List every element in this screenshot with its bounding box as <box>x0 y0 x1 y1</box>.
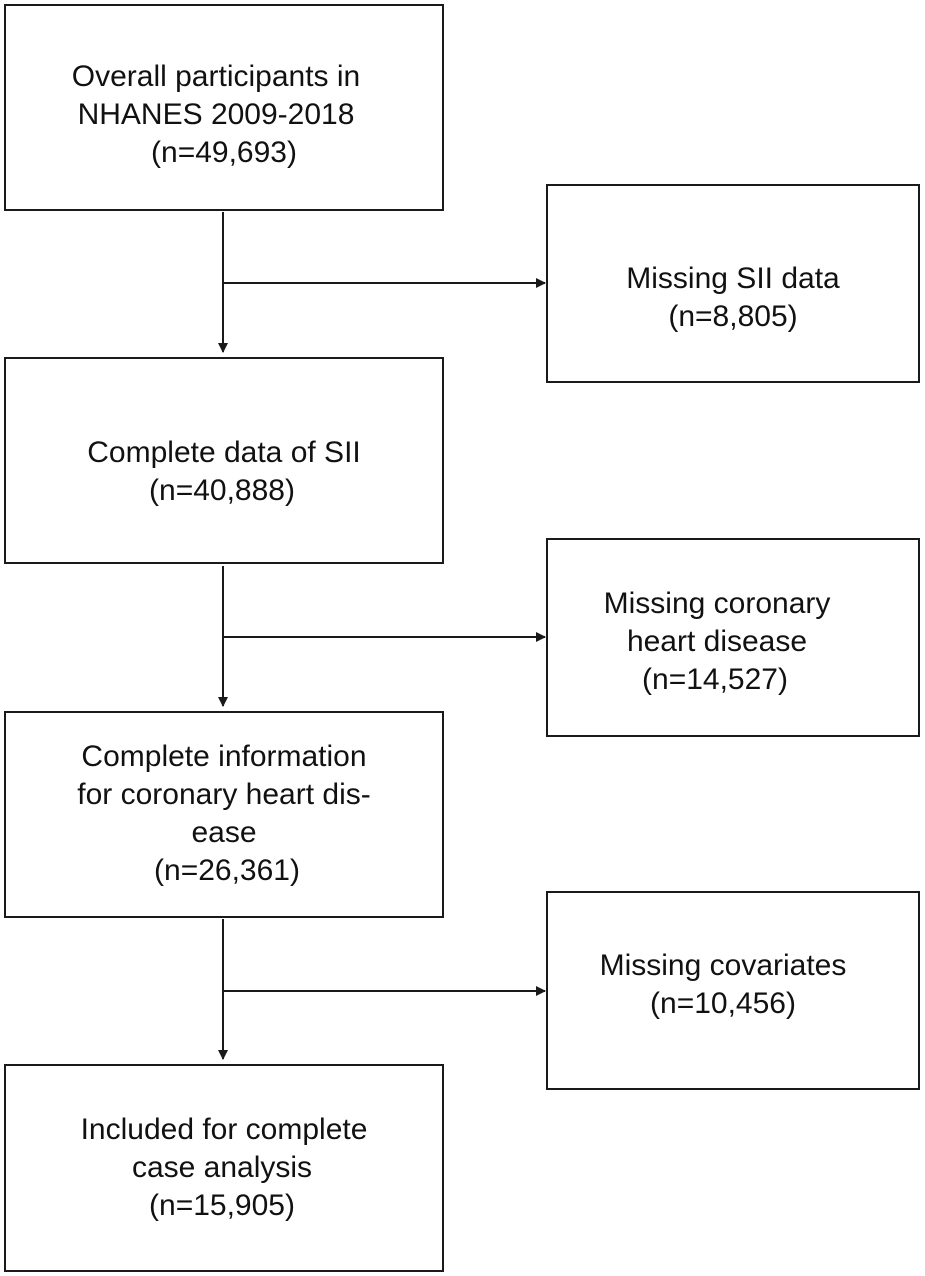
box-complete-sii: Complete data of SII (n=40,888) <box>4 357 444 564</box>
box-included-analysis: Included for complete case analysis (n=1… <box>4 1064 444 1272</box>
complete-chd-count: (n=26,361) <box>154 854 300 887</box>
included-count: (n=15,905) <box>149 1189 295 1222</box>
complete-chd-line3: ease <box>191 816 257 849</box>
missing-sii-label: Missing SII data <box>626 262 840 295</box>
box-missing-covariates: Missing covariates (n=10,456) <box>546 891 920 1090</box>
complete-sii-count: (n=40,888) <box>149 474 295 507</box>
participants-line2: NHANES 2009-2018 <box>77 98 355 131</box>
box-overall-participants: Overall participants in NHANES 2009-2018… <box>4 4 444 211</box>
participants-line1: Overall participants in <box>71 60 361 93</box>
box-missing-chd: Missing coronary heart disease (n=14,527… <box>546 538 920 737</box>
box-missing-sii: Missing SII data (n=8,805) <box>546 184 920 383</box>
included-line1: Included for complete <box>80 1113 368 1146</box>
complete-chd-line1: Complete information <box>81 740 367 773</box>
missing-covariates-label: Missing covariates <box>599 949 847 982</box>
missing-chd-count: (n=14,527) <box>642 663 788 696</box>
included-line2: case analysis <box>131 1151 313 1184</box>
missing-covariates-count: (n=10,456) <box>650 987 796 1020</box>
box-complete-chd: Complete information for coronary heart … <box>4 711 444 918</box>
complete-chd-line2: for coronary heart dis- <box>77 778 371 811</box>
missing-chd-line2: heart disease <box>626 625 808 658</box>
missing-sii-count: (n=8,805) <box>668 300 798 333</box>
complete-sii-label: Complete data of SII <box>87 436 361 469</box>
participants-count: (n=49,693) <box>151 136 297 169</box>
missing-chd-line1: Missing coronary <box>603 587 831 620</box>
